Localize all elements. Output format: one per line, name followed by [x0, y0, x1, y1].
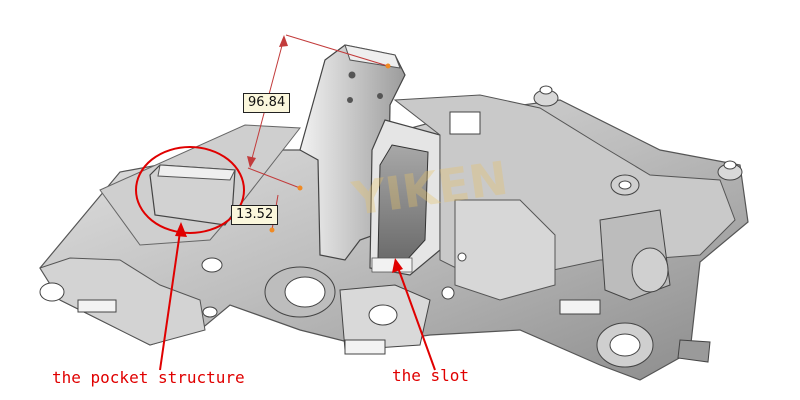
pocket-structure-label: the pocket structure — [52, 368, 245, 387]
part-lower-details — [39, 257, 601, 355]
dimension-depth-label: 13.52 — [231, 205, 279, 225]
part-pocket-block — [149, 164, 236, 226]
part-slot-channel — [369, 119, 441, 276]
callout-arrowheads — [175, 222, 403, 273]
pocket-highlight-ellipse — [135, 146, 245, 234]
callout-annotations — [135, 146, 436, 371]
dim-extension-bottom — [247, 167, 301, 189]
slot-callout-leader — [395, 261, 436, 371]
dimension-arrows — [247, 35, 391, 233]
pocket-callout-leader — [159, 224, 182, 371]
slot-label: the slot — [392, 366, 470, 385]
part-right-frame — [393, 85, 743, 368]
dimension-height-label: 96.84 — [243, 93, 291, 113]
dim-extension-top — [285, 34, 389, 67]
